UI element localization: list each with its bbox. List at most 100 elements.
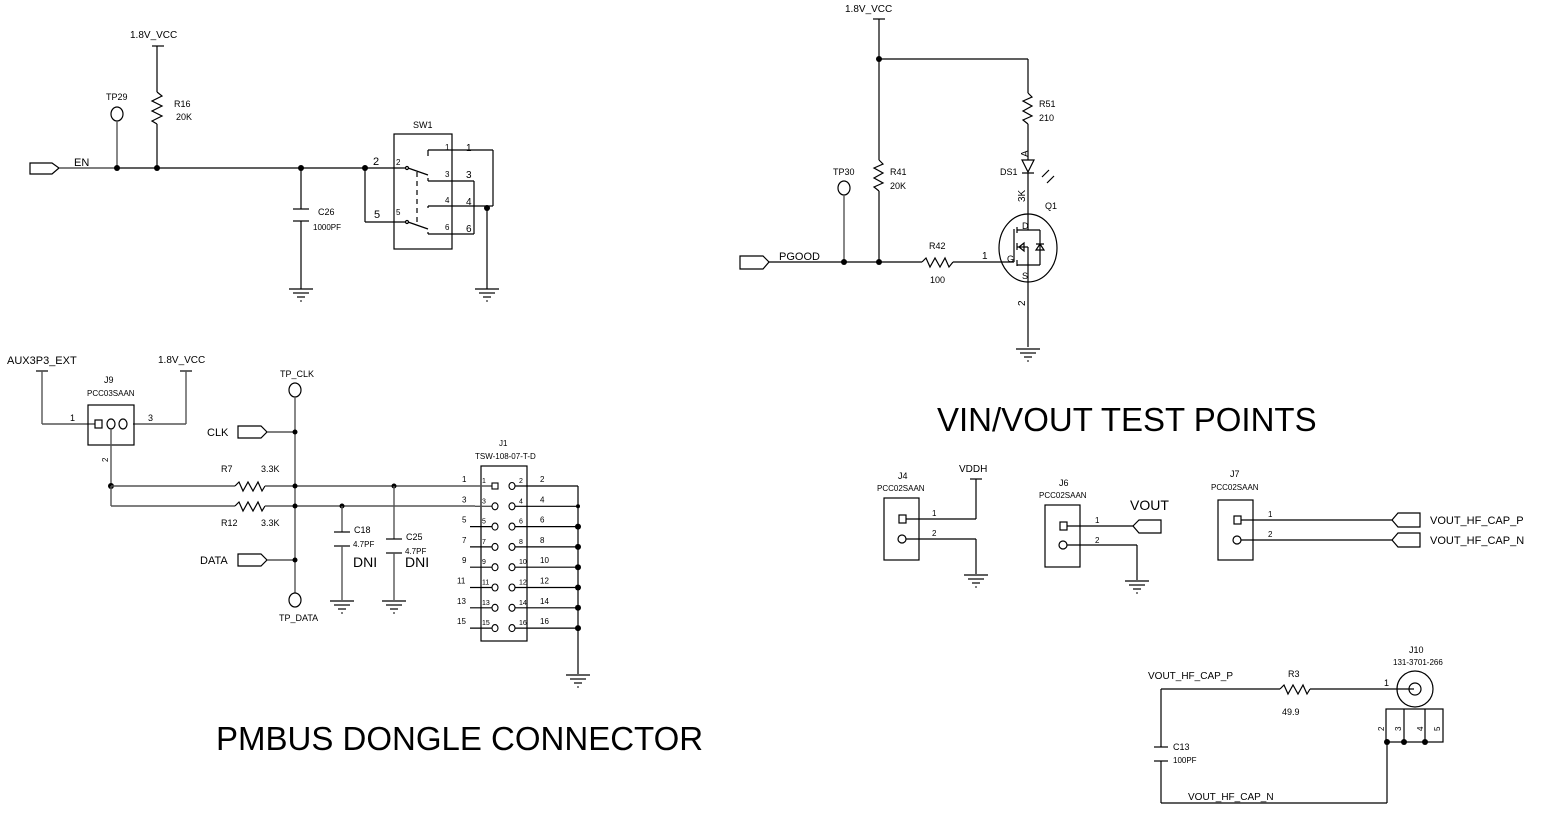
c25-ref: C25 <box>406 532 423 542</box>
vout-hf-cap-p-port-icon[interactable] <box>1391 512 1421 528</box>
pgood-net-label: PGOOD <box>779 251 820 263</box>
j9-ref: J9 <box>104 375 114 385</box>
resistor-r41-icon <box>872 159 885 192</box>
j1-pin-label: 15 <box>457 617 466 626</box>
test-point-icon[interactable] <box>288 592 302 608</box>
pin-circle-icon <box>118 418 128 430</box>
tp30-label: TP30 <box>833 167 855 177</box>
resistor-r16-icon <box>150 91 164 125</box>
j1-pin-label: 7 <box>482 539 486 546</box>
vcc-label: 1.8V_VCC <box>845 4 892 15</box>
j9-pin2-label: 2 <box>101 457 110 462</box>
ds1-anode-label: A <box>1020 150 1031 157</box>
header-j1[interactable] <box>480 465 528 642</box>
j1-pin-label: 5 <box>462 516 467 525</box>
led-ds1-icon <box>1021 159 1035 174</box>
vout-port-icon[interactable] <box>1132 519 1162 534</box>
j1-pin-label: 9 <box>482 559 486 566</box>
j1-pin-label: 13 <box>482 600 490 607</box>
hf-cap-circuit: VOUT_HF_CAP_P R3 49.9 C13 100PF VOUT_HF_… <box>1148 645 1444 804</box>
j1-pin-label: 12 <box>519 580 527 587</box>
pin-circle-icon <box>491 502 499 511</box>
q1-ref: Q1 <box>1045 201 1057 211</box>
pin-circle-icon <box>491 563 499 572</box>
r7-value: 3.3K <box>261 464 280 474</box>
j1-pin-label: 15 <box>482 620 490 627</box>
pin-circle-icon <box>491 603 499 612</box>
resistor-r51-icon <box>1021 92 1034 125</box>
j9-pin1-label: 1 <box>70 413 75 423</box>
c25-dni: DNI <box>405 554 429 570</box>
resistor-r42-icon <box>921 256 954 269</box>
c26-ref: C26 <box>318 207 335 217</box>
data-port-icon[interactable] <box>237 553 268 567</box>
tp29-label: TP29 <box>106 92 128 102</box>
sw1-pin-5-outer: 5 <box>374 209 380 221</box>
j6-part: PCC02SAAN <box>1039 491 1087 500</box>
q1-gate-label: G <box>1007 254 1014 264</box>
pin-circle-icon <box>508 522 516 531</box>
test-points-circuit: J4 PCC02SAAN 1 2 VDDH J6 PCC02SAAN 1 2 V… <box>877 464 1524 595</box>
sw1-pin-3-outer: 3 <box>466 170 472 181</box>
q1-pin2-label: 2 <box>1017 300 1028 306</box>
pin-square-icon <box>94 419 103 429</box>
j10-ref: J10 <box>1409 645 1424 655</box>
pin-circle-icon <box>491 542 499 551</box>
r3-value: 49.9 <box>1282 707 1300 717</box>
j1-pin-label: 8 <box>540 536 545 545</box>
pin-square-icon <box>491 482 499 490</box>
j4-pin1: 1 <box>932 509 937 518</box>
j1-pin-label: 3 <box>482 498 486 505</box>
pmbus-circuit: AUX3P3_EXT 1 1.8V_VCC 3 J9 PCC03SAAN 2 R… <box>7 355 591 689</box>
clk-port-icon[interactable] <box>237 425 268 439</box>
j1-pin-label: 4 <box>519 498 523 505</box>
pin-circle-icon <box>508 502 516 511</box>
j10-pin1: 1 <box>1384 678 1389 688</box>
j10-pin5: 5 <box>1433 726 1442 731</box>
j1-pin-label: 16 <box>519 620 527 627</box>
sw1-pin-6-outer: 6 <box>466 224 472 235</box>
resistor-r12-icon <box>234 500 266 513</box>
test-point-icon[interactable] <box>288 382 302 398</box>
en-port-icon[interactable] <box>29 162 60 175</box>
pin-circle-icon <box>508 603 516 612</box>
j1-pin-label: 6 <box>540 516 545 525</box>
switch-sw1[interactable] <box>393 133 453 250</box>
j1-pin-label: 12 <box>540 577 549 586</box>
connector-j4[interactable] <box>883 497 920 561</box>
r3-ref: R3 <box>1288 669 1300 679</box>
j1-pin-label: 1 <box>482 478 486 485</box>
j1-pin-label: 8 <box>519 539 523 546</box>
vout-hf-cap-p-label: VOUT_HF_CAP_P <box>1430 515 1524 527</box>
j1-pin-label: 10 <box>519 559 527 566</box>
vcc-label: 1.8V_VCC <box>158 355 205 366</box>
test-point-icon[interactable] <box>110 106 124 122</box>
j7-pin1: 1 <box>1268 510 1273 519</box>
j6-pin1: 1 <box>1095 516 1100 525</box>
sma-connector-j10[interactable] <box>1396 670 1434 708</box>
j10-pin3: 3 <box>1394 726 1403 731</box>
pgood-port-icon[interactable] <box>739 255 770 270</box>
j9-pin3-label: 3 <box>148 413 153 423</box>
connector-j6[interactable] <box>1044 504 1081 568</box>
sw1-pin-6-inner: 6 <box>445 223 450 232</box>
j10-pin4: 4 <box>1416 726 1425 731</box>
connector-j7[interactable] <box>1217 499 1254 561</box>
pin-circle-icon <box>508 563 516 572</box>
pin-circle-icon <box>491 624 499 633</box>
vout-hf-cap-n-port-icon[interactable] <box>1391 532 1421 548</box>
sw1-pin-5-inner: 5 <box>396 208 401 217</box>
en-net-label: EN <box>74 157 89 169</box>
test-point-icon[interactable] <box>837 180 851 196</box>
c25-value: 4.7PF <box>405 547 426 556</box>
sw1-ref: SW1 <box>413 120 433 130</box>
j1-pin-label: 13 <box>457 597 466 606</box>
j4-pin2: 2 <box>932 529 937 538</box>
j1-pin-label: 1 <box>462 475 467 484</box>
en-circuit: EN TP29 1.8V_VCC R16 20K C26 1000PF SW1 <box>29 30 500 303</box>
